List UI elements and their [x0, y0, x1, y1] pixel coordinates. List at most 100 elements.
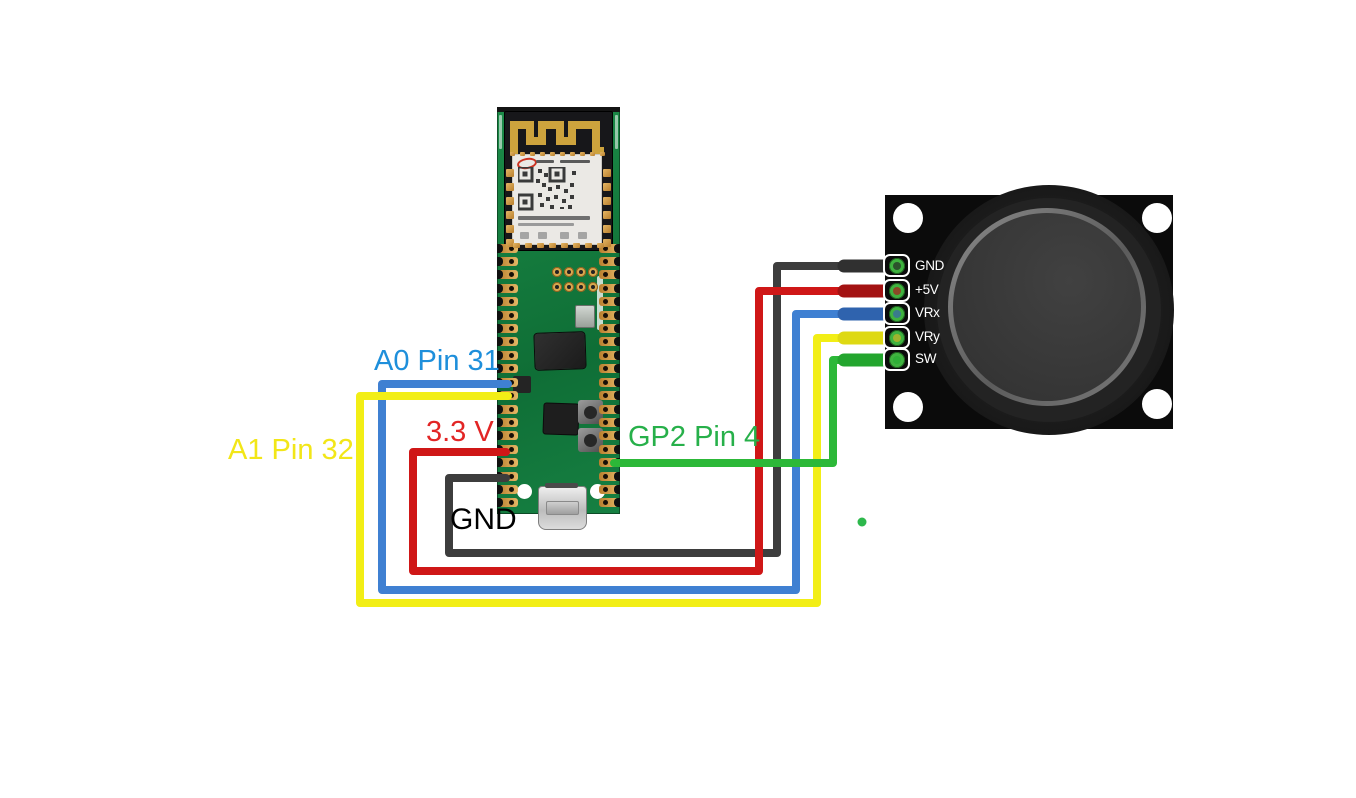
pin-hole [892, 333, 901, 342]
qr-sticker [512, 154, 602, 245]
solder-pad [603, 239, 611, 247]
sticker-text-bar [536, 160, 554, 163]
reset-button [578, 428, 603, 452]
solder-pad [537, 243, 544, 248]
sticker-text-bar [518, 216, 590, 220]
boot-button [578, 400, 603, 424]
pin-vry [883, 326, 910, 349]
mounting-hole [893, 392, 923, 422]
antenna-icon [510, 121, 604, 155]
pin-hole [892, 309, 901, 318]
solder-pad [513, 243, 520, 248]
solder-pad [510, 152, 515, 156]
solder-pad [599, 485, 620, 495]
sticker-text-bar [560, 160, 590, 163]
solder-pad [506, 183, 514, 191]
5v-wire [409, 287, 891, 575]
solder-pad [599, 270, 620, 280]
mounting-hole [893, 203, 923, 233]
qr-code [518, 167, 576, 211]
solder-pad [540, 152, 545, 156]
pin-label-sw: SW [915, 351, 937, 366]
solder-pad [497, 243, 518, 253]
usb-contacts [545, 483, 578, 488]
solder-pad [585, 243, 592, 248]
label-gnd: GND [450, 503, 517, 536]
solder-pad [497, 485, 518, 495]
solder-pad [497, 297, 518, 307]
solder-pad [564, 282, 574, 292]
solder-pad [599, 471, 620, 481]
solder-pad [603, 211, 611, 219]
solder-pad [599, 404, 620, 414]
pin-hole [892, 355, 901, 364]
cert-mark [520, 232, 529, 239]
solder-pad [599, 444, 620, 454]
solder-pad [599, 391, 620, 401]
solder-pad [588, 267, 598, 277]
solder-pad [497, 364, 518, 374]
pin-ring [888, 305, 905, 322]
solder-pad [597, 243, 604, 248]
mounting-hole [517, 484, 532, 499]
solder-pad [599, 283, 620, 293]
stray-dot [857, 517, 867, 527]
solder-pad [506, 169, 514, 177]
joystick-module: GND +5V VRx VRy SW [883, 185, 1174, 435]
solder-pad [603, 183, 611, 191]
pin-ring [888, 257, 905, 274]
pin-label-vrx: VRx [915, 305, 940, 320]
solder-pad [497, 458, 518, 468]
solder-pad [600, 152, 605, 156]
pin-label-vry: VRy [915, 329, 940, 344]
solder-pad [599, 297, 620, 307]
solder-pad [497, 283, 518, 293]
solder-pad [599, 350, 620, 360]
cert-mark [538, 232, 547, 239]
vrx-wire [378, 310, 891, 594]
pin-ring [888, 282, 905, 299]
solder-pad [599, 364, 620, 374]
solder-pad [497, 256, 518, 266]
solder-pad [570, 152, 575, 156]
solder-pad [497, 417, 518, 427]
mounting-hole [1142, 389, 1172, 419]
solder-pad [530, 152, 535, 156]
button-cap [584, 433, 597, 447]
silkscreen-mark [499, 115, 502, 149]
solder-pad [552, 267, 562, 277]
solder-pad [497, 350, 518, 360]
solder-pad [576, 282, 586, 292]
solder-pad [497, 310, 518, 320]
solder-pad [573, 243, 580, 248]
solder-pad [560, 152, 565, 156]
solder-pad [497, 498, 518, 508]
solder-pad [497, 337, 518, 347]
solder-pad [603, 197, 611, 205]
microcontroller-board [497, 107, 620, 530]
solder-pad [590, 152, 595, 156]
solder-pad [599, 431, 620, 441]
label-3v3: 3.3 V [426, 416, 494, 448]
solder-pad [506, 211, 514, 219]
pin-hole [892, 261, 901, 270]
solder-pad [603, 169, 611, 177]
pin-hole [892, 286, 901, 295]
solder-pad [588, 282, 598, 292]
pin-label-gnd: GND [915, 258, 945, 273]
oscillator-component [575, 305, 595, 328]
micro-usb-connector [538, 483, 587, 530]
solder-pad [549, 243, 556, 248]
gnd-wire [445, 262, 891, 557]
solder-pad [506, 197, 514, 205]
wifi-module [504, 111, 613, 251]
solder-pad [550, 152, 555, 156]
solder-pad [497, 431, 518, 441]
solder-pad [599, 256, 620, 266]
solder-pad [580, 152, 585, 156]
solder-pad [599, 310, 620, 320]
pin-5v [883, 279, 910, 302]
solder-pad [599, 417, 620, 427]
